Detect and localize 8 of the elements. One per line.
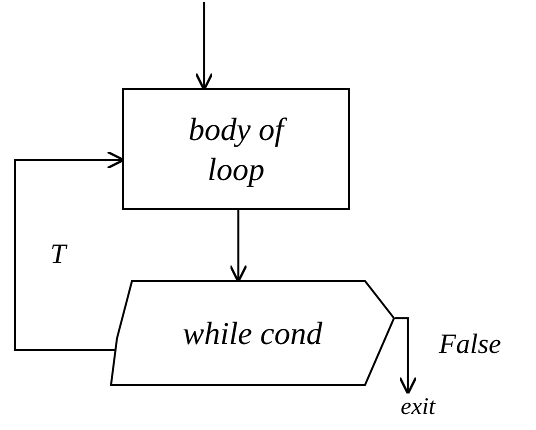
node-text: body of loop [161,109,311,189]
arrow [229,210,248,283]
arrow [395,317,418,395]
node-text: exit [400,393,436,422]
arrow [194,2,214,91]
node-text: while cond [182,314,324,353]
process-box [122,88,350,210]
decision-hexagon [110,280,395,386]
